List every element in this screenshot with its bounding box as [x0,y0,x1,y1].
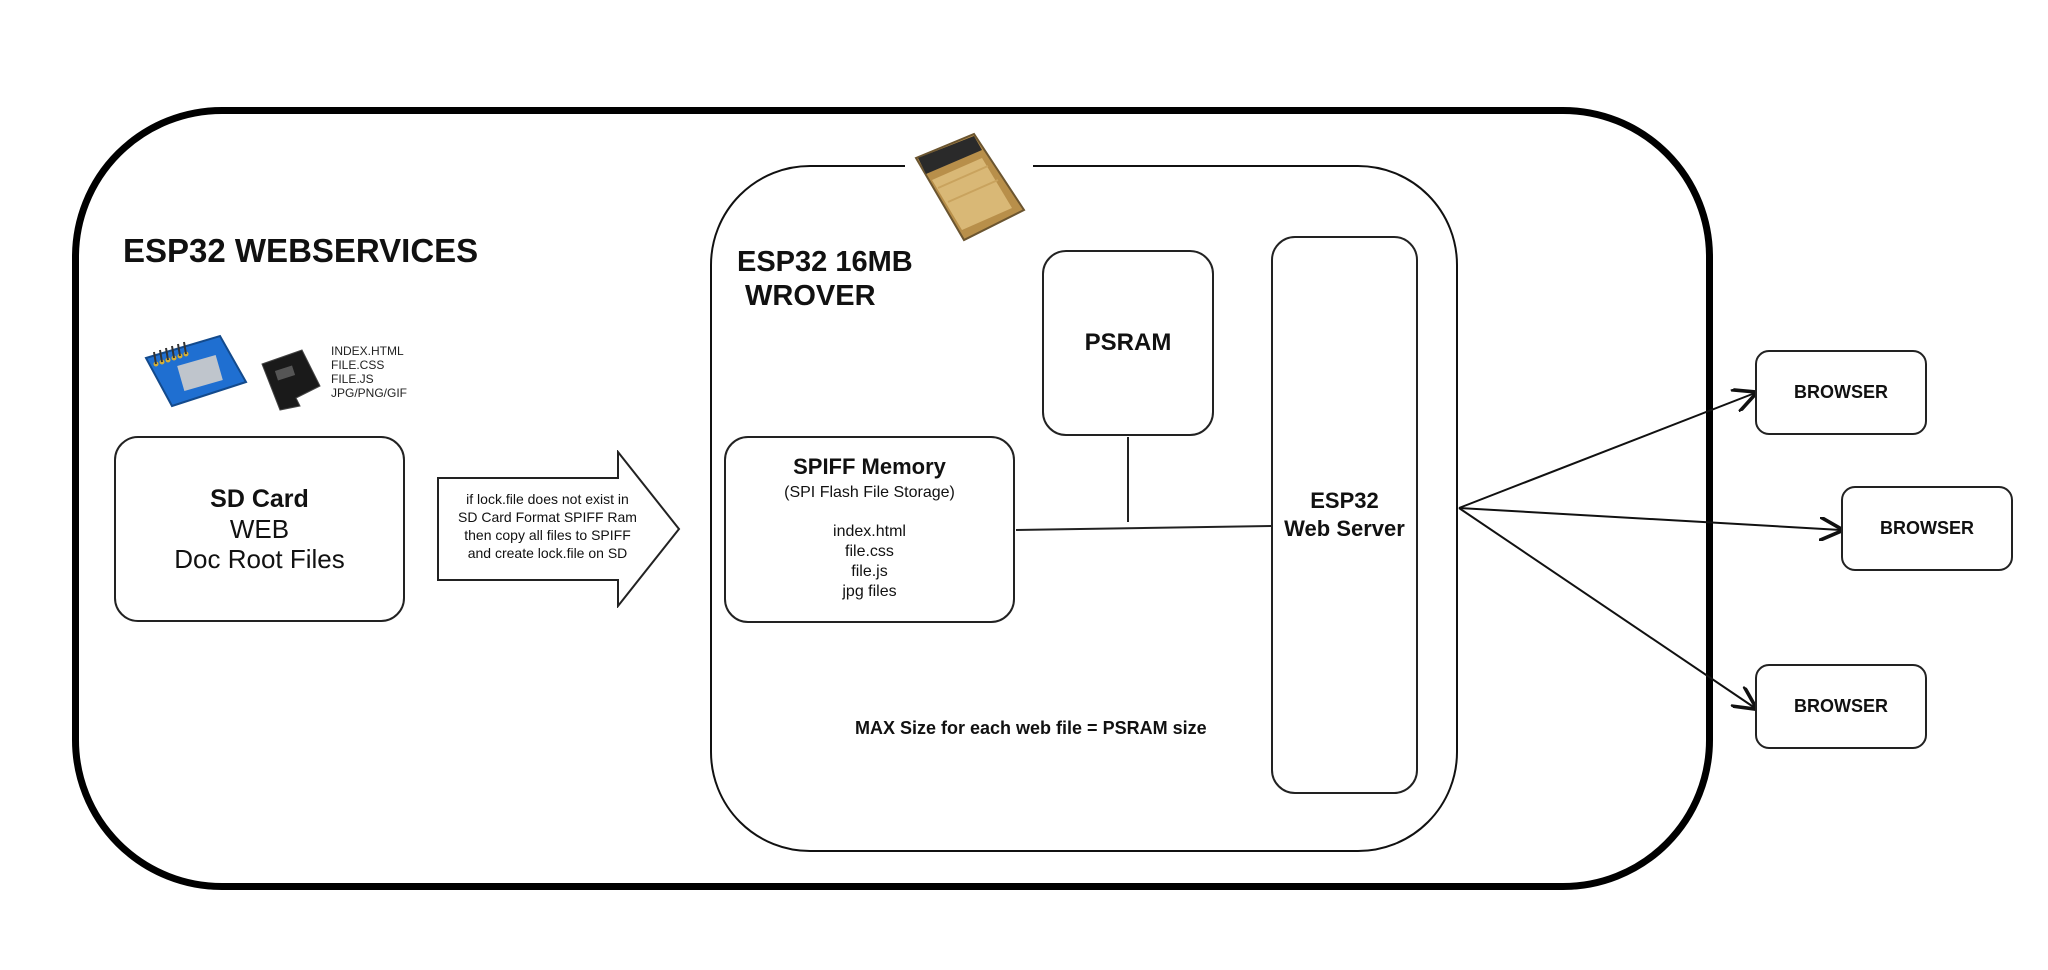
web-server-line2: Web Server [1284,516,1405,541]
esp32-chip-icon [914,132,1026,242]
spiff-subtitle: (SPI Flash File Storage) [784,484,955,501]
sd-card-box: SD Card WEB Doc Root Files [114,436,405,622]
psram-box: PSRAM [1042,250,1214,436]
spiff-file-item: file.js [851,563,888,580]
browser-label: BROWSER [1794,382,1888,402]
sd-file-item: INDEX.HTML [331,344,404,358]
esp32-webservices-container [72,107,1713,890]
browser-label: BROWSER [1794,696,1888,716]
micro-sd-card-icon [261,349,321,411]
server-to-browser-1-line [1458,393,1755,509]
browser-box-1: BROWSER [1755,350,1927,435]
sd-file-list: INDEX.HTML FILE.CSS FILE.JS JPG/PNG/GIF [331,344,407,400]
web-server-box: ESP32 Web Server [1271,236,1418,794]
diagram-title: ESP32 WEBSERVICES [123,232,479,269]
wrover-module-container [710,165,1458,852]
copy-arrow-line: and create lock.file on SD [467,545,628,561]
spiff-title: SPIFF Memory [793,454,946,479]
copy-arrow-line: then copy all files to SPIFF [464,527,631,543]
sd-card-module-icon [144,334,248,408]
psram-label: PSRAM [1084,329,1172,356]
sd-card-line1: WEB [229,514,290,544]
server-to-browser-2-line [1458,507,1841,530]
spiff-file-item: jpg files [842,583,897,600]
max-size-note: MAX Size for each web file = PSRAM size [855,718,1207,738]
spiff-file-item: file.css [845,543,894,560]
spiff-to-webserver-line [1015,525,1272,531]
spiff-file-list: index.html file.css file.js jpg files [833,522,906,602]
sd-file-item: FILE.CSS [331,358,385,372]
copy-arrow-line: SD Card Format SPIFF Ram [458,509,637,525]
copy-arrow [437,450,681,608]
spiff-file-item: index.html [833,523,906,540]
browser-box-2: BROWSER [1841,486,2013,571]
server-to-browser-3-line [1458,507,1755,708]
browser-box-3: BROWSER [1755,664,1927,749]
copy-arrow-text: if lock.file does not exist in SD Card F… [440,490,655,562]
copy-arrow-line: if lock.file does not exist in [466,491,629,507]
sd-card-title: SD Card [210,485,309,513]
spiff-memory-box: SPIFF Memory (SPI Flash File Storage) in… [724,436,1015,623]
sd-file-item: JPG/PNG/GIF [331,386,408,400]
sd-file-item: FILE.JS [331,372,374,386]
wrover-title: ESP32 16MB WROVER [737,246,913,312]
browser-label: BROWSER [1880,518,1974,538]
sd-card-line2: Doc Root Files [174,544,345,574]
web-server-line1: ESP32 [1310,488,1379,513]
